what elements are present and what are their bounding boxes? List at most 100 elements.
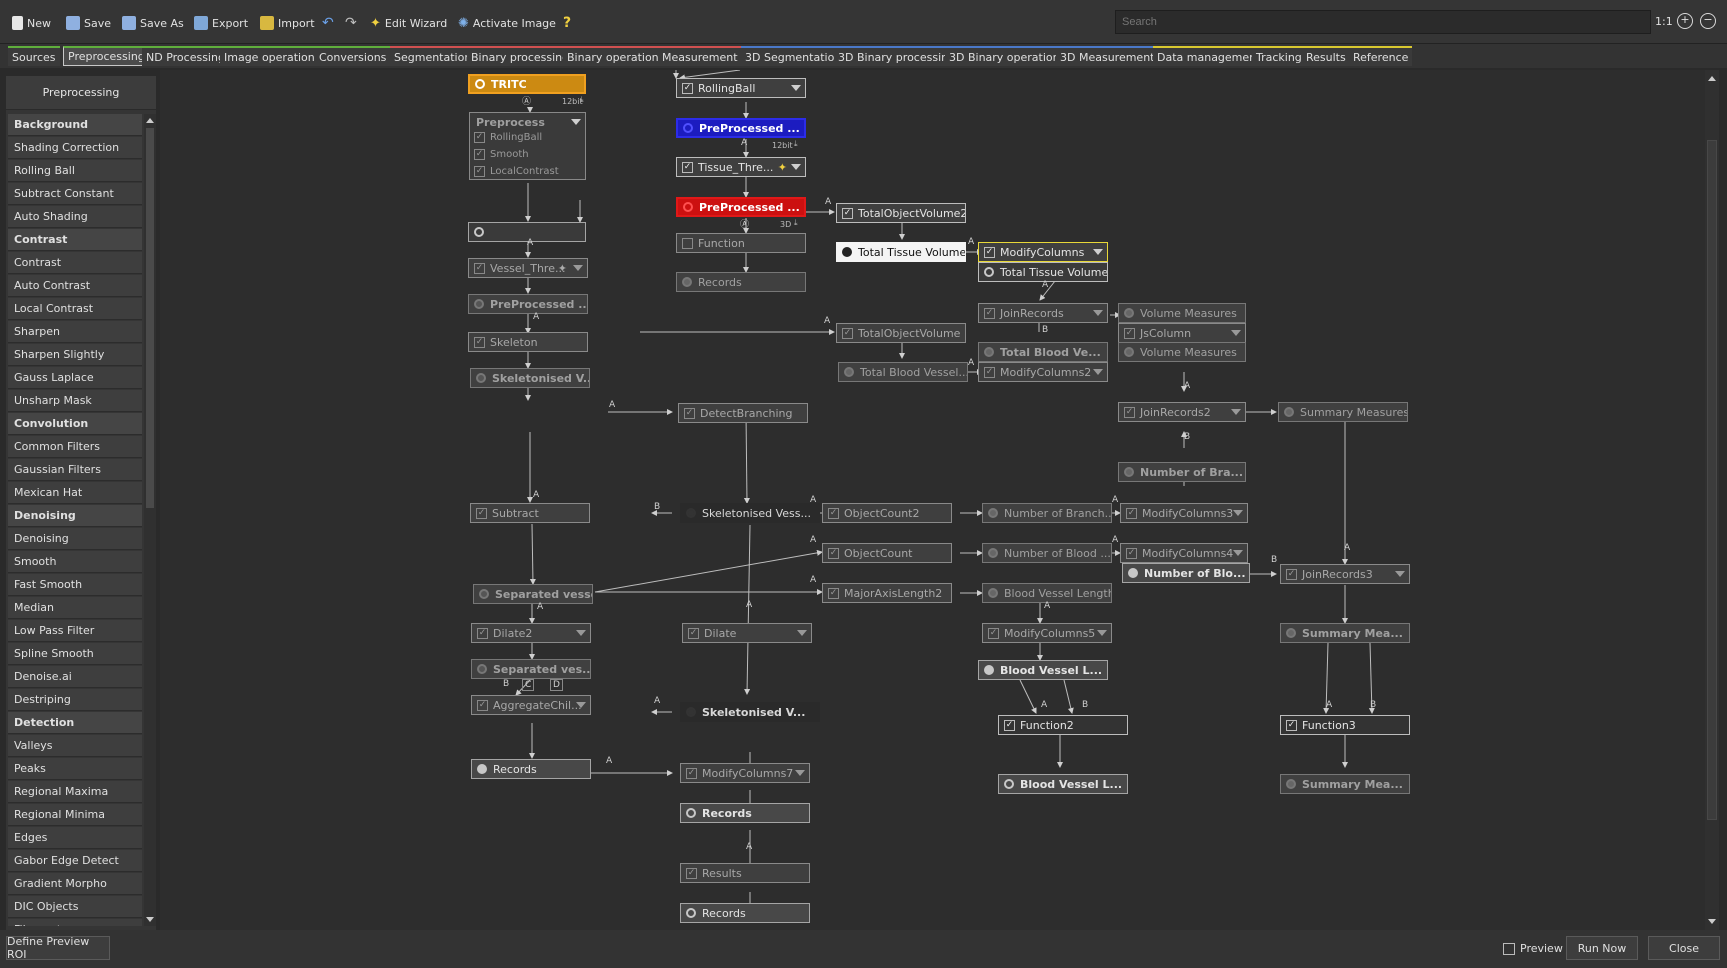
empty-data-node[interactable] [468, 222, 586, 242]
download-icon[interactable]: ⤓ [794, 218, 798, 227]
tab-3d-binary-processing[interactable]: 3D Binary processing [834, 46, 960, 66]
total-blood-vessel-node[interactable]: Total Blood Vessel... [838, 362, 968, 382]
function-item[interactable]: Smooth [8, 551, 142, 573]
run-now-button[interactable]: Run Now [1566, 936, 1638, 960]
summary-mea-node[interactable]: Summary Mea... [1280, 623, 1410, 643]
function-item[interactable]: Common Filters [8, 436, 142, 458]
tab-tracking[interactable]: Tracking [1252, 46, 1306, 66]
tab-binary-processing[interactable]: Binary processing [467, 46, 574, 66]
aggregate-children-node[interactable]: ✓AggregateChil... [471, 695, 591, 715]
function-item[interactable]: Gradient Morpho [8, 873, 142, 895]
results-node[interactable]: ✓Results [680, 863, 810, 883]
zoom-out-icon[interactable]: − [1700, 13, 1716, 29]
function-item[interactable]: Valleys [8, 735, 142, 757]
number-of-blood-node[interactable]: Number of Blood ... [982, 543, 1112, 563]
total-tissue-volume-output[interactable]: Total Tissue Volume [978, 262, 1108, 282]
volume-measures2-node[interactable]: Volume Measures [1118, 342, 1246, 362]
preprocessed-gray-node[interactable]: PreProcessed ... [468, 294, 588, 314]
tab-data-management[interactable]: Data management [1153, 46, 1265, 66]
tab-3d-binary-operations[interactable]: 3D Binary operations [945, 46, 1070, 66]
function-item[interactable]: Denoising [8, 528, 142, 550]
function-item[interactable]: Edges [8, 827, 142, 849]
scroll-up-icon[interactable] [146, 118, 154, 123]
number-of-bra-node[interactable]: Number of Bra... [1118, 462, 1246, 482]
function-item[interactable]: Regional Maxima [8, 781, 142, 803]
panel-scrollbar[interactable] [144, 114, 156, 926]
function-item[interactable]: Gauss Laplace Sharpen [8, 367, 142, 406]
join-records-node[interactable]: ✓JoinRecords [978, 303, 1108, 323]
number-of-blo-node[interactable]: Number of Blo... [1122, 563, 1250, 583]
function-item[interactable]: DIC Objects [8, 896, 142, 918]
category-header[interactable]: Convolution [8, 413, 142, 435]
scroll-up-icon[interactable] [1708, 76, 1716, 81]
modify-columns2-node[interactable]: ✓ModifyColumns2 [978, 362, 1108, 382]
checkbox[interactable]: ✓ [474, 165, 485, 177]
object-count-node[interactable]: ✓ObjectCount [822, 543, 952, 563]
join-records3-node[interactable]: ✓JoinRecords3 [1280, 564, 1410, 584]
total-object-volume2-node[interactable]: ✓TotalObjectVolume2 [836, 203, 966, 223]
object-count2-node[interactable]: ✓ObjectCount2 [822, 503, 952, 523]
function-item[interactable]: Gaussian Filters [8, 459, 142, 481]
function-item[interactable]: Auto Contrast [8, 275, 142, 297]
tab-sources[interactable]: Sources [8, 46, 60, 66]
modify-columns-node[interactable]: ✓ModifyColumns [978, 242, 1108, 262]
total-blood-ve-node[interactable]: Total Blood Ve... [978, 342, 1108, 362]
tab-reference[interactable]: Reference [1349, 46, 1413, 66]
search-input[interactable] [1115, 10, 1651, 34]
modify-columns5-node[interactable]: ✓ModifyColumns5 [982, 623, 1112, 643]
js-column-node[interactable]: ✓JsColumn [1118, 323, 1246, 343]
category-header[interactable]: Contrast [8, 229, 142, 251]
major-axis-length2-node[interactable]: ✓MajorAxisLength2 [822, 583, 952, 603]
function-item[interactable]: Sharpen [8, 321, 142, 343]
skeletonised-v2-node[interactable]: Skeletonised V... [680, 702, 820, 722]
function3-node[interactable]: ✓Function3 [1280, 715, 1410, 735]
function-item[interactable]: Spline Smooth [8, 643, 142, 665]
function-item[interactable]: Low Pass Filter [8, 620, 142, 642]
define-preview-roi-button[interactable]: Define Preview ROI [6, 935, 110, 961]
download-icon[interactable]: ⤓ [794, 139, 798, 148]
function-item[interactable]: Contrast [8, 252, 142, 274]
chevron-down-icon[interactable] [571, 119, 581, 125]
blood-vessel-l-node[interactable]: Blood Vessel L... [978, 660, 1108, 680]
function-node[interactable]: Function [676, 233, 806, 253]
save-as-button[interactable]: Save As [122, 13, 184, 33]
checkbox[interactable]: ✓ [474, 148, 485, 160]
total-object-volume-node[interactable]: ✓TotalObjectVolume [836, 323, 966, 343]
skeletonised-vess-node[interactable]: Skeletonised Vess... [680, 503, 820, 523]
preview-toggle[interactable]: Preview [1503, 942, 1563, 955]
dilate-node[interactable]: ✓Dilate [682, 623, 812, 643]
category-header[interactable]: Background [8, 114, 142, 136]
import-button[interactable]: Import [260, 13, 315, 33]
scroll-down-icon[interactable] [146, 917, 154, 922]
blood-vessel-length-node[interactable]: Blood Vessel Length [982, 583, 1112, 603]
modify-columns4-node[interactable]: ✓ModifyColumns4 [1120, 543, 1248, 563]
tab-3d-segmentation[interactable]: 3D Segmentation [741, 46, 846, 66]
tab-segmentation[interactable]: Segmentation [390, 46, 476, 66]
scroll-thumb[interactable] [146, 128, 154, 508]
function-item[interactable]: Rolling Ball [8, 160, 142, 182]
function2-node[interactable]: ✓Function2 [998, 715, 1128, 735]
detect-branching-node[interactable]: ✓DetectBranching [678, 403, 808, 423]
category-header[interactable]: Denoising [8, 505, 142, 527]
tab-nd-processing[interactable]: ND Processing [142, 46, 229, 66]
records-top-node[interactable]: Records [676, 272, 806, 292]
tab-preprocessing[interactable]: Preprocessing [63, 46, 150, 66]
total-tissue-volume-node[interactable]: Total Tissue Volume [836, 242, 966, 262]
group-item-localcontrast[interactable]: ✓LocalContrast [474, 165, 559, 177]
summary-measures-node[interactable]: Summary Measures [1278, 402, 1408, 422]
tissue-threshold-node[interactable]: ✓Tissue_Thre...✦ [676, 157, 806, 177]
summary-mea2-node[interactable]: Summary Mea... [1280, 774, 1410, 794]
function-item[interactable]: Peaks [8, 758, 142, 780]
zoom-in-icon[interactable]: + [1677, 13, 1693, 29]
separated-vessel-node[interactable]: Separated vessel ... [473, 584, 593, 604]
function-item[interactable]: Auto Shading Correction [8, 206, 142, 245]
undo-button[interactable]: ↶ [322, 13, 334, 33]
function-item[interactable]: Regional Minima [8, 804, 142, 826]
function-item[interactable]: Mexican Hat [8, 482, 142, 504]
category-header[interactable]: Detection [8, 712, 142, 734]
export-button[interactable]: Export [194, 13, 248, 33]
records-bottom-node[interactable]: Records [680, 903, 810, 923]
rollingball-node[interactable]: ✓RollingBall [676, 78, 806, 98]
save-button[interactable]: Save [66, 13, 111, 33]
scroll-down-icon[interactable] [1708, 919, 1716, 924]
